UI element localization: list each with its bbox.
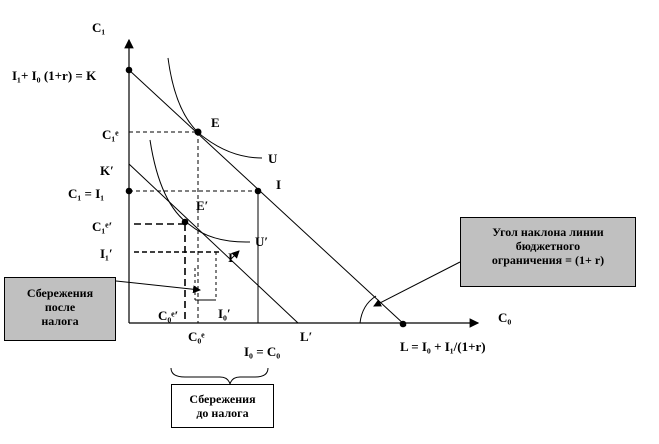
slope-line-3: ограничения = (1+ r) bbox=[491, 253, 605, 267]
budget-line-k-prime-l-prime bbox=[128, 163, 299, 324]
label-i0-c0: I₀ = C₀ bbox=[244, 344, 280, 359]
savings-after-line-3: налога bbox=[41, 314, 79, 328]
label-curve-u-prime: U′ bbox=[255, 234, 268, 249]
i-prime-arrow bbox=[229, 250, 240, 261]
point-l bbox=[399, 320, 407, 328]
slope-arrow bbox=[373, 261, 461, 307]
x-axis-label: C₀ bbox=[498, 310, 511, 325]
indifference-curve-u bbox=[167, 57, 263, 159]
label-point-i: I bbox=[276, 177, 281, 192]
savings-before-line-2: до налога bbox=[196, 406, 249, 420]
label-i0-prime: I₀′ bbox=[218, 306, 231, 321]
label-c0e: C₀ᵉ bbox=[188, 329, 205, 344]
label-c1e-prime: C₁ᵉ′ bbox=[92, 219, 112, 234]
budget-line-kl bbox=[128, 69, 407, 327]
label-k-intercept: I₁+ I₀ (1+r) = K bbox=[12, 68, 97, 83]
point-e-prime bbox=[181, 218, 189, 226]
label-point-e-prime: E′ bbox=[196, 198, 208, 213]
savings-before-tax-box: Сбережения до налога bbox=[171, 384, 274, 428]
savings-after-tax-box: Сбережения после налога bbox=[4, 277, 116, 341]
label-point-i-prime: I′ bbox=[228, 250, 237, 265]
label-c0e-prime: C₀ᵉ′ bbox=[158, 308, 178, 323]
point-c1-i1 bbox=[125, 187, 133, 195]
savings-before-line-1: Сбережения bbox=[189, 392, 256, 406]
label-i1-prime: I₁′ bbox=[100, 246, 113, 261]
slope-line-2: бюджетного bbox=[515, 239, 581, 253]
label-k-prime: K′ bbox=[100, 163, 114, 178]
label-point-e: E bbox=[211, 115, 220, 130]
slope-line-1: Угол наклона линии bbox=[492, 225, 604, 239]
savings-after-line-2: после bbox=[44, 300, 76, 314]
point-k bbox=[125, 66, 133, 74]
savings-after-arrow bbox=[115, 280, 201, 294]
y-axis-label: C₁ bbox=[92, 20, 105, 35]
label-curve-u: U bbox=[268, 151, 278, 166]
point-i bbox=[254, 187, 262, 195]
indifference-curve-u-prime bbox=[149, 139, 251, 243]
label-c1-i1: C₁ = I₁ bbox=[68, 186, 104, 201]
slope-angle-arc bbox=[359, 295, 377, 324]
savings-before-brace bbox=[170, 367, 269, 386]
savings-after-line-1: Сбережения bbox=[26, 286, 94, 300]
label-l-intercept: L = I₀ + I₁/(1+r) bbox=[400, 339, 486, 354]
slope-annotation-box: Угол наклона линии бюджетного ограничени… bbox=[460, 217, 636, 287]
label-c1e: C₁ᵉ bbox=[102, 127, 119, 142]
point-e bbox=[194, 128, 202, 136]
label-l-prime: L′ bbox=[300, 329, 312, 344]
